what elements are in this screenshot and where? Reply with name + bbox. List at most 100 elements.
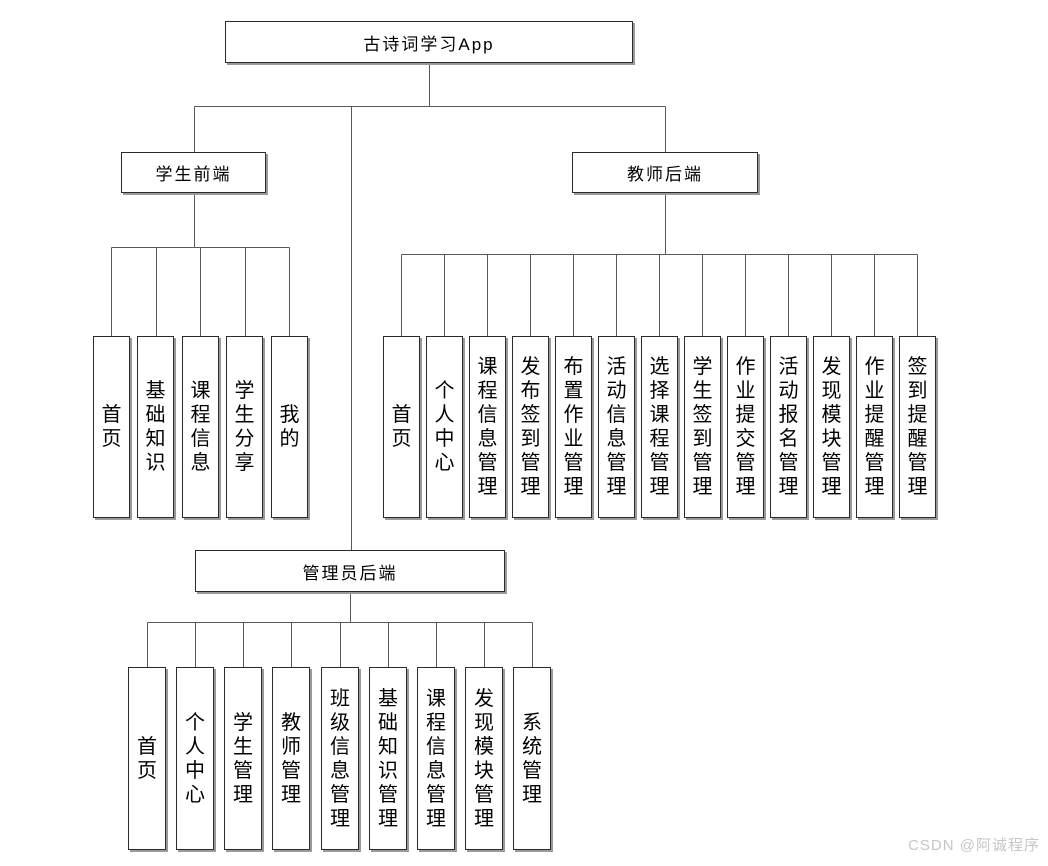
node-app-root: 古诗词学习App bbox=[225, 21, 633, 63]
leaf-char: 生 bbox=[234, 404, 255, 426]
leaf-char: 首 bbox=[137, 735, 157, 758]
leaf-char: 页 bbox=[137, 759, 157, 782]
tree-leaf-1-2: 课程信息管理 bbox=[469, 336, 506, 518]
leaf-char: 管 bbox=[426, 783, 446, 806]
tree-leaf-2-8: 系统管理 bbox=[513, 667, 551, 850]
leaf-char: 管 bbox=[330, 783, 350, 806]
leaf-char: 理 bbox=[330, 807, 350, 830]
leaf-char: 个 bbox=[185, 711, 205, 734]
leaf-char: 理 bbox=[474, 807, 494, 830]
leaf-char: 统 bbox=[522, 735, 542, 758]
leaf-char: 理 bbox=[281, 783, 301, 806]
leaf-char: 到 bbox=[520, 428, 541, 450]
tree-leaf-2-0: 首页 bbox=[128, 667, 166, 850]
leaf-char: 级 bbox=[330, 711, 350, 734]
leaf-char: 提 bbox=[864, 404, 885, 426]
leaf-char: 签 bbox=[520, 404, 541, 426]
leaf-char: 管 bbox=[520, 452, 541, 474]
tree-leaf-0-4: 我的 bbox=[271, 336, 308, 518]
leaf-char: 现 bbox=[474, 711, 494, 734]
tree-leaf-2-4: 班级信息管理 bbox=[321, 667, 359, 850]
leaf-char: 管 bbox=[378, 783, 398, 806]
leaf-char: 知 bbox=[145, 428, 166, 450]
leaf-char: 首 bbox=[391, 404, 412, 426]
leaf-char: 程 bbox=[426, 711, 446, 734]
tree-leaf-1-7: 学生签到管理 bbox=[684, 336, 721, 518]
tree-leaf-1-1: 个人中心 bbox=[426, 336, 463, 518]
leaf-char: 报 bbox=[778, 404, 799, 426]
leaf-char: 选 bbox=[649, 356, 670, 378]
leaf-char: 心 bbox=[434, 452, 455, 474]
leaf-char: 到 bbox=[692, 428, 713, 450]
leaf-char: 个 bbox=[434, 380, 455, 402]
leaf-char: 中 bbox=[434, 428, 455, 450]
tree-leaf-0-3: 学生分享 bbox=[226, 336, 263, 518]
leaf-char: 动 bbox=[606, 380, 627, 402]
leaf-char: 的 bbox=[279, 428, 300, 450]
leaf-char: 心 bbox=[185, 783, 205, 806]
leaf-char: 管 bbox=[474, 783, 494, 806]
leaf-char: 管 bbox=[281, 759, 301, 782]
leaf-char: 知 bbox=[378, 735, 398, 758]
leaf-char: 息 bbox=[330, 759, 350, 782]
leaf-char: 提 bbox=[907, 404, 928, 426]
node-student-frontend: 学生前端 bbox=[121, 152, 266, 193]
leaf-char: 学 bbox=[234, 380, 255, 402]
leaf-char: 信 bbox=[477, 404, 498, 426]
leaf-char: 块 bbox=[474, 759, 494, 782]
leaf-char: 签 bbox=[907, 356, 928, 378]
tree-leaf-2-1: 个人中心 bbox=[176, 667, 214, 850]
leaf-char: 管 bbox=[735, 452, 756, 474]
leaf-char: 页 bbox=[391, 428, 412, 450]
leaf-char: 生 bbox=[692, 380, 713, 402]
tree-leaf-2-6: 课程信息管理 bbox=[417, 667, 455, 850]
tree-leaf-2-3: 教师管理 bbox=[272, 667, 310, 850]
tree-leaf-1-12: 签到提醒管理 bbox=[899, 336, 936, 518]
leaf-char: 程 bbox=[649, 428, 670, 450]
tree-leaf-1-9: 活动报名管理 bbox=[770, 336, 807, 518]
leaf-char: 名 bbox=[778, 428, 799, 450]
leaf-char: 理 bbox=[864, 476, 885, 498]
leaf-char: 基 bbox=[145, 380, 166, 402]
leaf-char: 模 bbox=[474, 735, 494, 758]
leaf-char: 基 bbox=[378, 687, 398, 710]
leaf-char: 管 bbox=[522, 759, 542, 782]
watermark: CSDN @阿诚程序 bbox=[908, 837, 1040, 854]
leaf-char: 管 bbox=[477, 452, 498, 474]
leaf-char: 活 bbox=[778, 356, 799, 378]
leaf-char: 课 bbox=[190, 380, 211, 402]
leaf-char: 课 bbox=[649, 404, 670, 426]
tree-leaf-1-4: 布置作业管理 bbox=[555, 336, 592, 518]
leaf-char: 动 bbox=[778, 380, 799, 402]
leaf-char: 识 bbox=[378, 759, 398, 782]
leaf-char: 活 bbox=[606, 356, 627, 378]
tree-leaf-1-5: 活动信息管理 bbox=[598, 336, 635, 518]
leaf-char: 理 bbox=[821, 476, 842, 498]
leaf-char: 交 bbox=[735, 428, 756, 450]
leaf-char: 业 bbox=[864, 380, 885, 402]
tree-leaf-0-0: 首页 bbox=[93, 336, 130, 518]
tree-leaf-1-8: 作业提交管理 bbox=[727, 336, 764, 518]
leaf-char: 息 bbox=[190, 452, 211, 474]
leaf-char: 业 bbox=[735, 380, 756, 402]
leaf-char: 理 bbox=[563, 476, 584, 498]
leaf-char: 管 bbox=[563, 452, 584, 474]
leaf-char: 程 bbox=[477, 380, 498, 402]
leaf-char: 现 bbox=[821, 380, 842, 402]
leaf-char: 生 bbox=[233, 735, 253, 758]
leaf-char: 布 bbox=[520, 380, 541, 402]
leaf-char: 识 bbox=[145, 452, 166, 474]
leaf-char: 系 bbox=[522, 711, 542, 734]
leaf-char: 信 bbox=[606, 404, 627, 426]
leaf-char: 教 bbox=[281, 711, 301, 734]
leaf-char: 作 bbox=[735, 356, 756, 378]
leaf-char: 学 bbox=[233, 711, 253, 734]
leaf-char: 页 bbox=[101, 428, 122, 450]
leaf-char: 息 bbox=[426, 759, 446, 782]
leaf-char: 理 bbox=[735, 476, 756, 498]
node-teacher-backend: 教师后端 bbox=[572, 152, 758, 193]
tree-leaf-1-3: 发布签到管理 bbox=[512, 336, 549, 518]
tree-leaf-1-11: 作业提醒管理 bbox=[856, 336, 893, 518]
